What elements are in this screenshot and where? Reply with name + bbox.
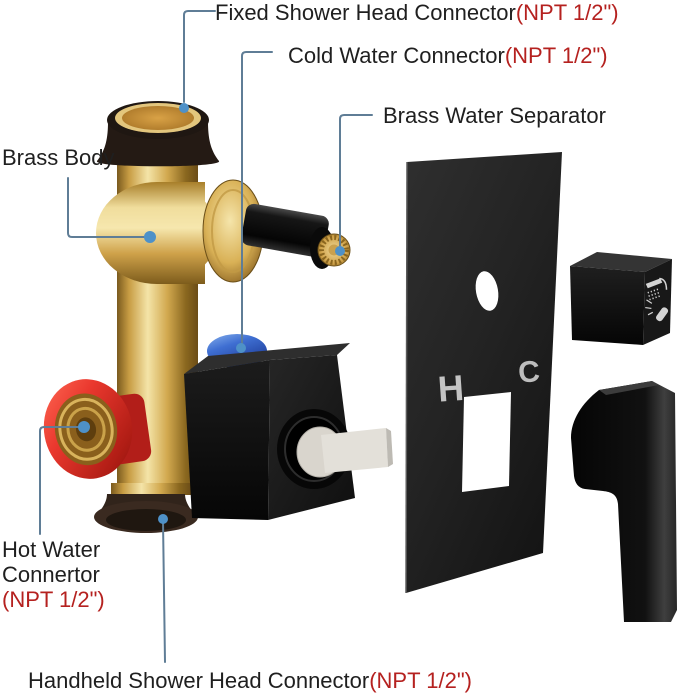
diverter-trim-button: [570, 252, 672, 345]
annotation-spec: (NPT 1/2"): [2, 587, 105, 612]
annotation-cold-water-connector: Cold Water Connector(NPT 1/2"): [288, 44, 608, 68]
mixing-valve-cube: [184, 343, 393, 520]
annotation-handheld-shower-head-connector: Handheld Shower Head Connector(NPT 1/2"): [28, 669, 472, 693]
leader-fixed-connector: [183, 10, 216, 103]
handheld-shower-head-connector: [94, 483, 198, 533]
leader-dots: [78, 103, 345, 524]
annotation-text: Handheld Shower Head Connector: [28, 668, 370, 693]
leader-brass-body: [67, 177, 146, 238]
leader-dot: [179, 103, 189, 113]
water-separator-cartridge: [241, 203, 351, 269]
handle-lever: [571, 381, 677, 622]
brass-valve-body: [43, 101, 393, 533]
annotation-hot-water-connector: Hot Water Connertor (NPT 1/2"): [2, 537, 105, 612]
leader-dot: [158, 514, 168, 524]
wall-plate: H C: [405, 152, 562, 594]
annotation-brass-water-separator: Brass Water Separator: [383, 104, 606, 128]
plate-hot-marking: H: [436, 367, 465, 410]
leader-dot: [236, 343, 246, 353]
leader-handheld-connector: [162, 520, 166, 663]
annotation-spec: (NPT 1/2"): [504, 43, 608, 68]
annotation-brass-body: Brass Body: [2, 146, 115, 170]
fixed-shower-icon: [645, 277, 668, 301]
annotation-text: Fixed Shower Head Connector: [215, 0, 516, 25]
valve-stem: [321, 428, 388, 473]
annotation-fixed-shower-head-connector: Fixed Shower Head Connector(NPT 1/2"): [215, 1, 619, 25]
leader-dot: [144, 231, 156, 243]
leader-hot-connector: [39, 426, 85, 535]
handheld-shower-icon: [645, 299, 669, 322]
leader-water-separator: [339, 114, 373, 247]
leader-dot: [335, 246, 345, 256]
annotation-text: Brass Water Separator: [383, 103, 606, 128]
annotation-text: Hot Water: [2, 537, 101, 562]
fixed-shower-head-connector: [96, 101, 220, 167]
leader-lines: [39, 10, 373, 663]
annotation-text: Cold Water Connector: [288, 43, 505, 68]
plate-stem-hole: [475, 271, 499, 311]
plate-cold-marking: C: [517, 355, 541, 389]
leader-dot: [78, 421, 90, 433]
annotation-text: Brass Body: [2, 145, 115, 170]
leader-cold-connector: [241, 51, 273, 344]
annotation-text: Connertor: [2, 562, 100, 587]
annotation-spec: (NPT 1/2"): [515, 0, 619, 25]
annotation-spec: (NPT 1/2"): [369, 668, 472, 693]
plate-valve-window: [462, 392, 511, 492]
